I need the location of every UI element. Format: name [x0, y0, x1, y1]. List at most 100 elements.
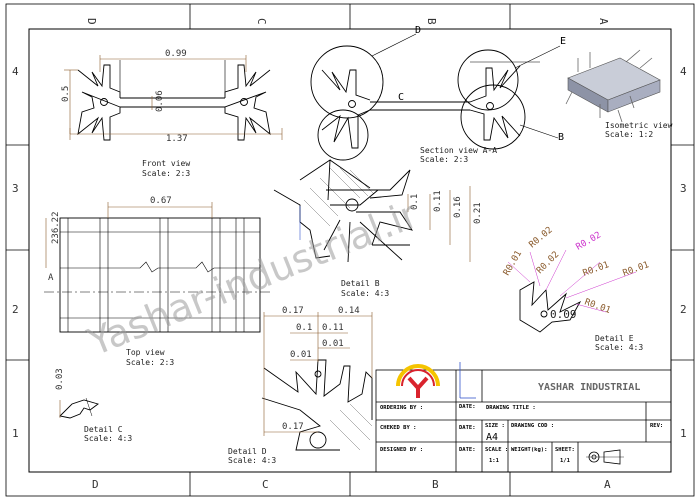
- detail-c-title: Detail C: [84, 425, 123, 434]
- detail-d-dim-2: 0.14: [338, 306, 360, 316]
- scale-label: SCALE :: [485, 447, 508, 453]
- projection-symbol-icon: [586, 449, 624, 465]
- section-view: [310, 45, 526, 161]
- zone-label-right-3: 3: [680, 182, 687, 195]
- detail-b-hatch: [303, 167, 375, 227]
- sheet-value: 1/1: [560, 458, 571, 464]
- front-view-dims: [64, 55, 283, 140]
- top-view-title: Top view: [126, 348, 165, 357]
- zone-label-top-b: B: [425, 18, 438, 25]
- detail-d-title: Detail D: [228, 447, 267, 456]
- detail-d-hatch: [329, 403, 373, 451]
- zone-label-bottom-d: D: [92, 478, 99, 491]
- checked-by-label: CHEKED BY :: [380, 425, 416, 431]
- detail-d-dim-1: 0.17: [282, 306, 304, 316]
- detail-d-dim-5: 0.01: [322, 339, 344, 349]
- zone-label-bottom-b: B: [432, 478, 439, 491]
- isometric-view-scale: Scale: 1:2: [605, 130, 653, 139]
- detail-b-title: Detail B: [341, 279, 380, 288]
- size-value: A4: [486, 432, 498, 443]
- rev-label: REV:: [650, 423, 663, 429]
- company-name: YASHAR INDUSTRIAL: [538, 382, 640, 393]
- zone-label-left-2: 2: [12, 303, 19, 316]
- detail-d-dim-4: 0.11: [322, 323, 344, 333]
- detail-e-radius-7: R0.01: [583, 297, 612, 316]
- section-callout-c: C: [398, 92, 404, 103]
- date-label-3: DATE:: [459, 447, 476, 453]
- detail-e-dim: 0.09: [550, 308, 577, 321]
- front-dim-width: 0.99: [165, 49, 187, 59]
- detail-e-radius-3: R0.02: [535, 250, 561, 276]
- detail-b-dims: [299, 186, 471, 262]
- front-dim-overall: 1.37: [166, 134, 188, 144]
- detail-d-dim-7: 0.17: [282, 422, 304, 432]
- zone-label-right-4: 4: [680, 65, 687, 78]
- weight-label: WEIGHT(kg):: [511, 447, 547, 453]
- zone-label-bottom-c: C: [262, 478, 269, 491]
- size-label: SIZE :: [485, 423, 505, 429]
- drawing-title-label: DRAWING TITLE :: [486, 405, 536, 411]
- detail-b-scale: Scale: 4:3: [341, 289, 389, 298]
- axis-glyph: [459, 362, 476, 399]
- section-callout-e: E: [560, 36, 566, 47]
- front-dim-height: 0.5: [61, 86, 71, 102]
- zone-label-left-1: 1: [12, 427, 19, 440]
- section-view-title: Section view A-A: [420, 146, 497, 155]
- zone-label-top-d: D: [85, 18, 98, 25]
- detail-e-radius-2: R0.02: [528, 225, 555, 250]
- detail-b-dim-4: 0.21: [473, 202, 483, 224]
- zone-label-left-3: 3: [12, 182, 19, 195]
- title-block: [375, 369, 672, 473]
- zone-label-right-2: 2: [680, 303, 687, 316]
- zone-label-right-1: 1: [680, 427, 687, 440]
- scale-value: 1:1: [489, 458, 500, 464]
- date-label-1: DATE:: [459, 404, 476, 410]
- date-label-2: DATE:: [459, 425, 476, 431]
- company-logo: [396, 364, 440, 398]
- zone-label-top-a: A: [597, 18, 610, 25]
- detail-e: [519, 281, 582, 333]
- detail-d-dims: [263, 312, 373, 436]
- front-view-scale: Scale: 2:3: [142, 169, 190, 178]
- detail-b-dim-3: 0.16: [453, 196, 463, 218]
- top-section-mark: A: [48, 273, 54, 283]
- zone-label-left-4: 4: [12, 65, 19, 78]
- isometric-view: [565, 49, 661, 123]
- detail-c-dim: 0.03: [55, 368, 65, 390]
- section-leaders: [371, 33, 561, 139]
- ordering-by-label: ORDERING BY :: [380, 405, 423, 411]
- detail-c: [59, 397, 99, 419]
- detail-d-dim-6: 0.01: [290, 350, 312, 360]
- detail-b: [273, 159, 414, 263]
- zone-ticks: [6, 4, 694, 496]
- sheet-label: SHEET:: [555, 447, 575, 453]
- detail-e-title: Detail E: [595, 334, 634, 343]
- top-view: [44, 217, 270, 333]
- detail-d: [261, 359, 373, 451]
- section-view-scale: Scale: 2:3: [420, 155, 468, 164]
- top-view-dims: [45, 202, 213, 268]
- top-dim-width: 0.67: [150, 196, 172, 206]
- section-callout-b: B: [558, 132, 564, 143]
- front-view-title: Front view: [142, 159, 190, 168]
- detail-e-radius-4: R0.01: [582, 260, 611, 279]
- zone-label-bottom-a: A: [604, 478, 611, 491]
- zone-label-top-c: C: [255, 18, 268, 25]
- front-dim-web: 0.06: [155, 90, 165, 112]
- drawing-cod-label: DRAWING COD :: [511, 423, 554, 429]
- detail-e-scale: Scale: 4:3: [595, 343, 643, 352]
- detail-e-radius-1: R0.01: [502, 249, 524, 277]
- detail-e-radius-6: R0.02: [575, 230, 603, 252]
- isometric-view-title: Isometric view: [605, 121, 673, 130]
- detail-b-dim-2: 0.11: [433, 190, 443, 212]
- detail-d-dim-3: 0.1: [296, 323, 312, 333]
- detail-e-leaders: [507, 249, 637, 313]
- front-view: [77, 60, 271, 141]
- detail-e-radius-5: R0.01: [622, 260, 651, 279]
- detail-c-scale: Scale: 4:3: [84, 434, 132, 443]
- detail-d-scale: Scale: 4:3: [228, 456, 276, 465]
- designed-by-label: DESIGNED BY :: [380, 447, 423, 453]
- section-callout-d: D: [415, 25, 421, 36]
- top-dim-length: 236.22: [51, 211, 61, 244]
